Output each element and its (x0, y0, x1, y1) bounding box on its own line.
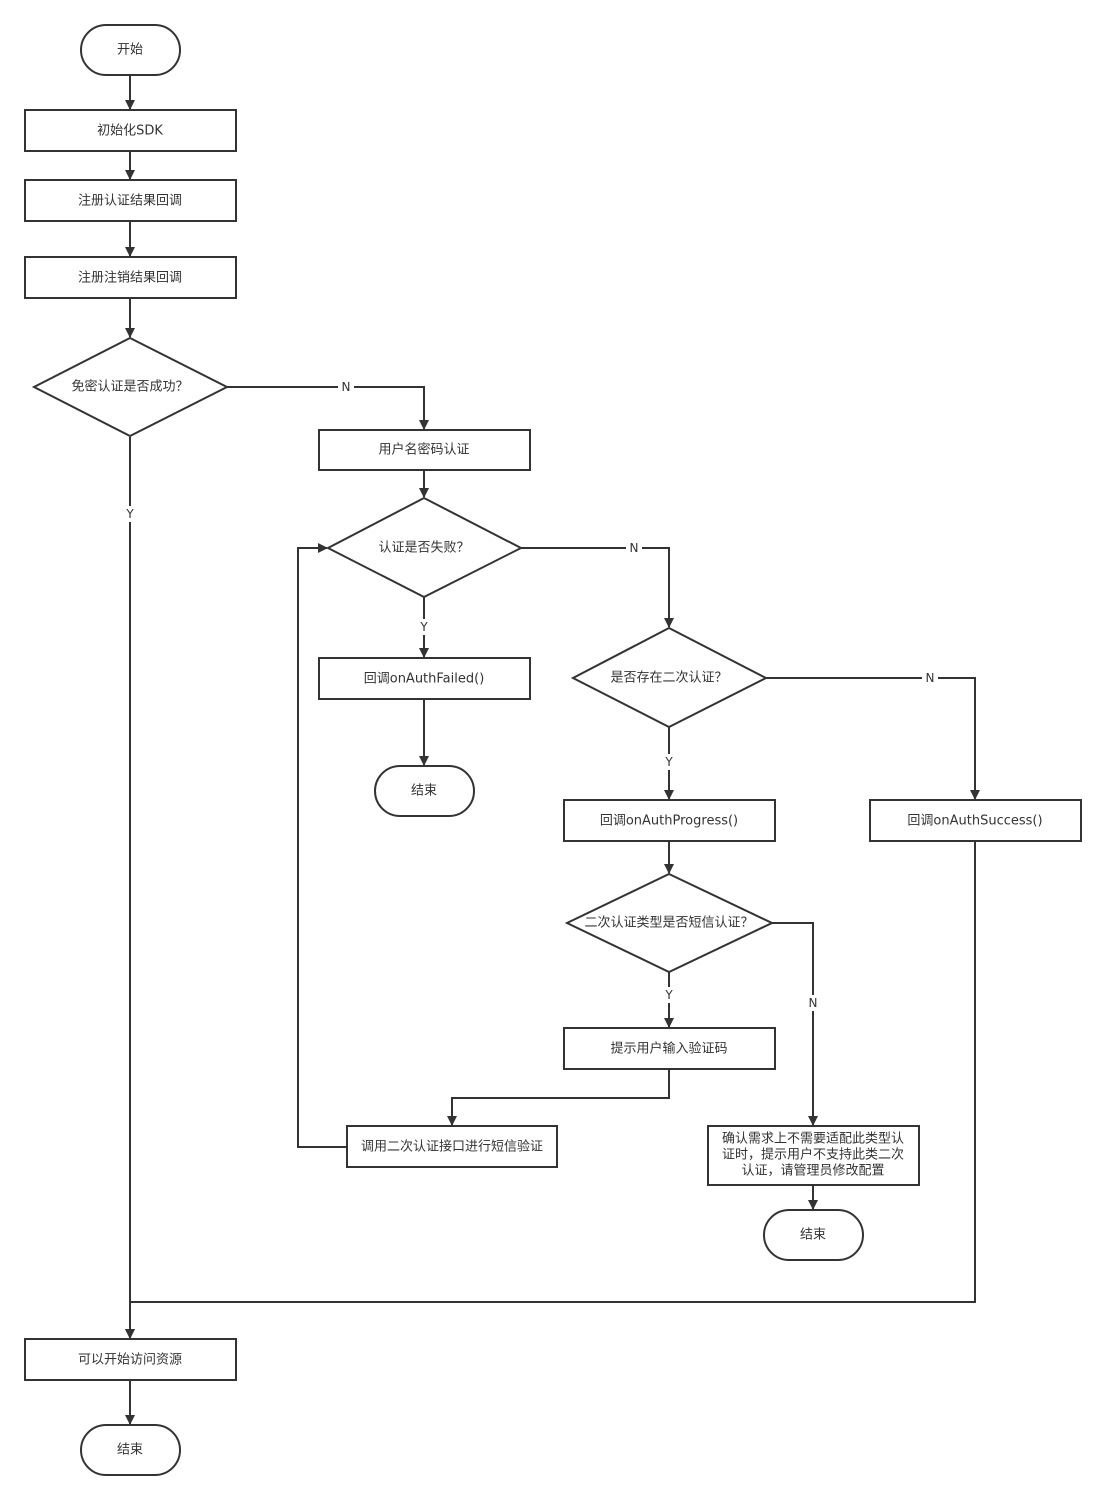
edge-label-pwdless-yes: Y (125, 507, 134, 521)
sms-type-decision: 二次认证类型是否短信认证？ (564, 872, 775, 974)
call-sms-verify-node: 调用二次认证接口进行短信验证 (346, 1125, 558, 1168)
callback-auth-failed-node: 回调onAuthFailed() (318, 657, 531, 700)
sms-type-decision-label: 二次认证类型是否短信认证？ (584, 915, 753, 931)
start-node: 开始 (80, 24, 181, 76)
callback-auth-progress-label: 回调onAuthProgress() (600, 814, 738, 829)
edge-label-secondauth-yes: Y (664, 755, 673, 769)
auth-failed-decision-label: 认证是否失败？ (378, 541, 469, 556)
edge-label-sms-yes: Y (664, 988, 673, 1002)
end-node-final: 结束 (80, 1424, 181, 1476)
start-node-label: 开始 (117, 43, 143, 58)
access-resources-label: 可以开始访问资源 (78, 1353, 182, 1368)
user-password-auth-node: 用户名密码认证 (318, 429, 531, 471)
unsupported-type-line-2: 证时，提示用户不支持此类二次 (722, 1147, 904, 1163)
edge-callsms-loop-back (297, 543, 346, 1148)
end-node-final-label: 结束 (117, 1443, 143, 1458)
callback-auth-failed-label: 回调onAuthFailed() (364, 672, 485, 687)
callback-auth-success-label: 回调onAuthSuccess() (907, 814, 1042, 829)
callback-auth-success-node: 回调onAuthSuccess() (869, 799, 1082, 842)
user-password-auth-label: 用户名密码认证 (378, 442, 469, 458)
end-node-1-label: 结束 (411, 784, 437, 799)
nodes: 开始 初始化SDK 注册认证结果回调 注册注销结果回调 免密认证是否成功？ 用户… (24, 24, 1082, 1476)
register-auth-callback-label: 注册认证结果回调 (78, 194, 182, 209)
edge-pwdless-no (227, 386, 429, 430)
edge-authfailed-no (521, 547, 674, 628)
edge-success-to-access (125, 842, 976, 1339)
end-node-1: 结束 (374, 765, 475, 817)
edge-label-secondauth-no: N (926, 671, 935, 685)
edges (125, 75, 980, 1425)
prompt-code-label: 提示用户输入验证码 (610, 1041, 727, 1057)
prompt-code-node: 提示用户输入验证码 (563, 1027, 776, 1070)
auth-failed-decision: 认证是否失败？ (325, 496, 524, 599)
edge-secondauth-no (766, 677, 980, 800)
register-logout-callback-node: 注册注销结果回调 (24, 256, 237, 299)
unsupported-type-line-1: 确认需求上不需要适配此类型认 (722, 1132, 904, 1147)
second-auth-decision: 是否存在二次认证？ (570, 626, 769, 729)
unsupported-type-node: 确认需求上不需要适配此类型认 证时，提示用户不支持此类二次 认证，请管理员修改配… (707, 1125, 920, 1186)
register-logout-callback-label: 注册注销结果回调 (78, 271, 182, 286)
edge-label-authfailed-no: N (630, 541, 639, 555)
edge-labels: N Y N Y N Y Y N (122, 379, 938, 1011)
register-auth-callback-node: 注册认证结果回调 (24, 179, 237, 222)
end-node-2: 结束 (763, 1209, 864, 1261)
callback-auth-progress-node: 回调onAuthProgress() (563, 799, 776, 842)
edge-label-authfailed-yes: Y (419, 620, 428, 634)
edge-prompt-to-callsms (447, 1070, 670, 1126)
init-sdk-label: 初始化SDK (97, 124, 163, 139)
pwdless-auth-decision-label: 免密认证是否成功？ (71, 379, 188, 395)
unsupported-type-line-3: 认证，请管理员修改配置 (741, 1164, 884, 1179)
edge-label-sms-no: N (809, 996, 818, 1010)
call-sms-verify-label: 调用二次认证接口进行短信验证 (361, 1139, 543, 1155)
pwdless-auth-decision: 免密认证是否成功？ (31, 336, 230, 438)
init-sdk-node: 初始化SDK (24, 109, 237, 152)
second-auth-decision-label: 是否存在二次认证？ (610, 670, 727, 686)
edge-label-pwdless-no: N (342, 380, 351, 394)
access-resources-node: 可以开始访问资源 (24, 1338, 237, 1381)
edge-sms-no (772, 922, 818, 1126)
end-node-2-label: 结束 (800, 1228, 826, 1243)
